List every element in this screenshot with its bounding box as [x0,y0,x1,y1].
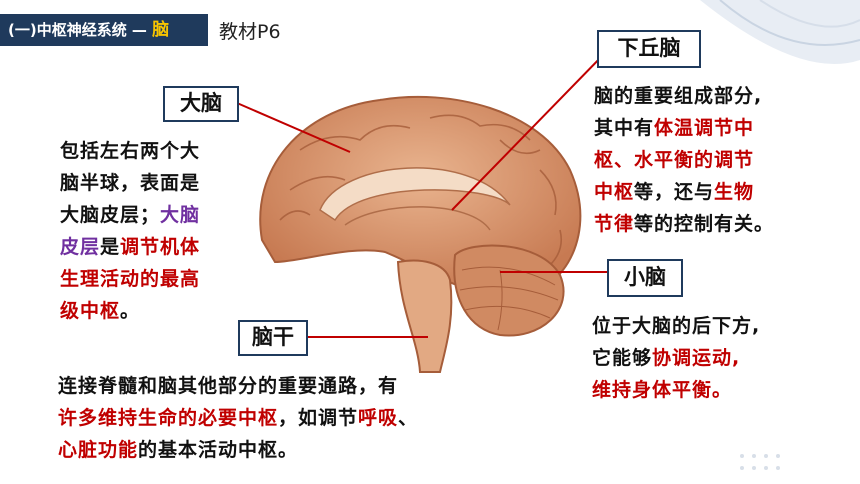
label-cerebrum: 大脑 [163,86,239,122]
cerebellum-description: 位于大脑的后下方, 它能够协调运动, 维持身体平衡。 [592,315,761,401]
textbook-reference: 教材P6 [219,21,281,43]
label-cerebellum: 小脑 [607,259,683,297]
brainstem-shape [396,259,453,373]
brainstem-description: 连接脊髓和脑其他部分的重要通路，有 许多维持生命的必要中枢，如调节呼吸、 心脏功… [58,375,419,461]
label-hypothalamus: 下丘脑 [597,30,701,68]
section-highlight: 脑 [152,20,170,40]
hypothalamus-description: 脑的重要组成部分, 其中有体温调节中 枢、水平衡的调节 中枢等，还与生物 节律等… [594,85,775,235]
section-title: (一)中枢神经系统 — [8,21,147,39]
label-brainstem: 脑干 [238,320,308,356]
section-header: (一)中枢神经系统 — 脑 [0,14,208,46]
cerebrum-description: 包括左右两个大 脑半球，表面是 大脑皮层；大脑 皮层是调节机体 生理活动的最高 … [60,140,201,322]
